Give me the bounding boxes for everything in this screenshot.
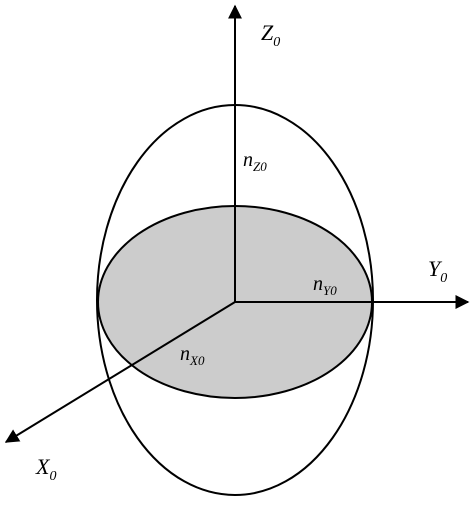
nz-label: nZ0 [243,149,267,174]
x-axis-label: X0 [35,454,56,484]
nx-label: nX0 [180,343,205,368]
z-axis-label: Z0 [261,20,280,50]
y-axis-label: Y0 [428,256,447,286]
ny-label: nY0 [313,273,337,298]
x-axis [4,301,236,443]
